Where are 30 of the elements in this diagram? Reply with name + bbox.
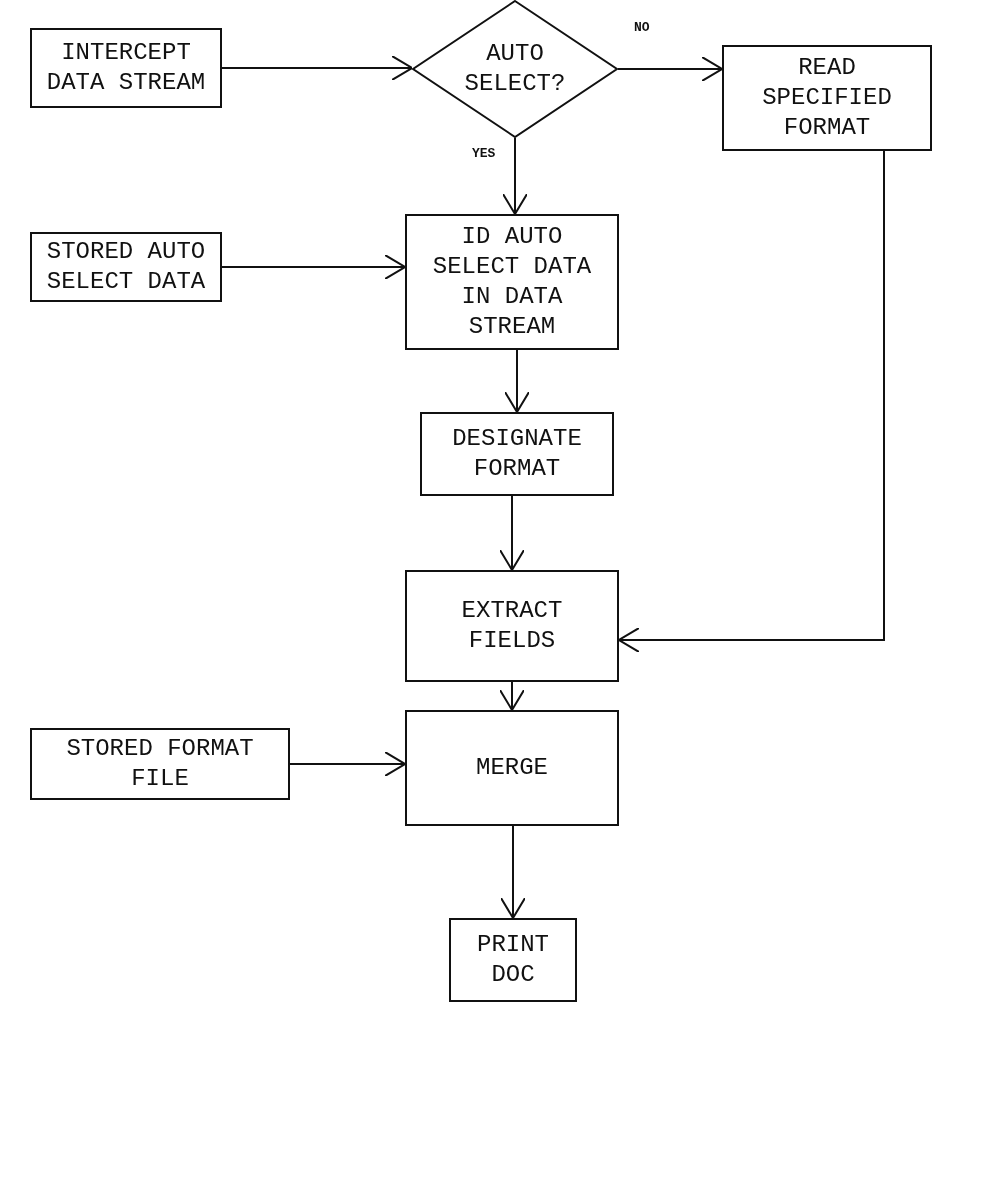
process-box — [449, 918, 577, 1002]
node-text: READ SPECIFIED FORMAT — [761, 53, 893, 143]
arrow — [500, 825, 526, 919]
process-box — [722, 45, 932, 151]
arrow — [221, 254, 406, 280]
node-text: PRINT DOC — [476, 930, 550, 990]
process-box — [405, 570, 619, 682]
node-text: EXTRACT FIELDS — [460, 596, 564, 656]
process-box — [30, 728, 290, 800]
arrow — [499, 681, 525, 711]
node-text: DESIGNATE FORMAT — [451, 424, 583, 484]
node-text: MERGE — [475, 753, 549, 783]
process-box — [420, 412, 614, 496]
arrow — [221, 55, 413, 81]
process-box — [30, 232, 222, 302]
decision-diamond — [412, 0, 618, 138]
node-text: STORED FORMAT FILE — [65, 734, 255, 794]
node-text: AUTO SELECT? — [463, 39, 567, 99]
node-text: INTERCEPT DATA STREAM — [45, 38, 207, 98]
arrow — [617, 56, 723, 82]
arrow — [289, 751, 406, 777]
node-text: ID AUTO SELECT DATA IN DATA STREAM — [431, 222, 593, 342]
process-box — [405, 214, 619, 350]
arrow — [499, 495, 525, 571]
arrow — [502, 137, 528, 215]
arrow — [618, 150, 885, 653]
process-box — [405, 710, 619, 826]
arrow — [504, 349, 530, 413]
node-text: STORED AUTO SELECT DATA — [45, 237, 207, 297]
process-box — [30, 28, 222, 108]
